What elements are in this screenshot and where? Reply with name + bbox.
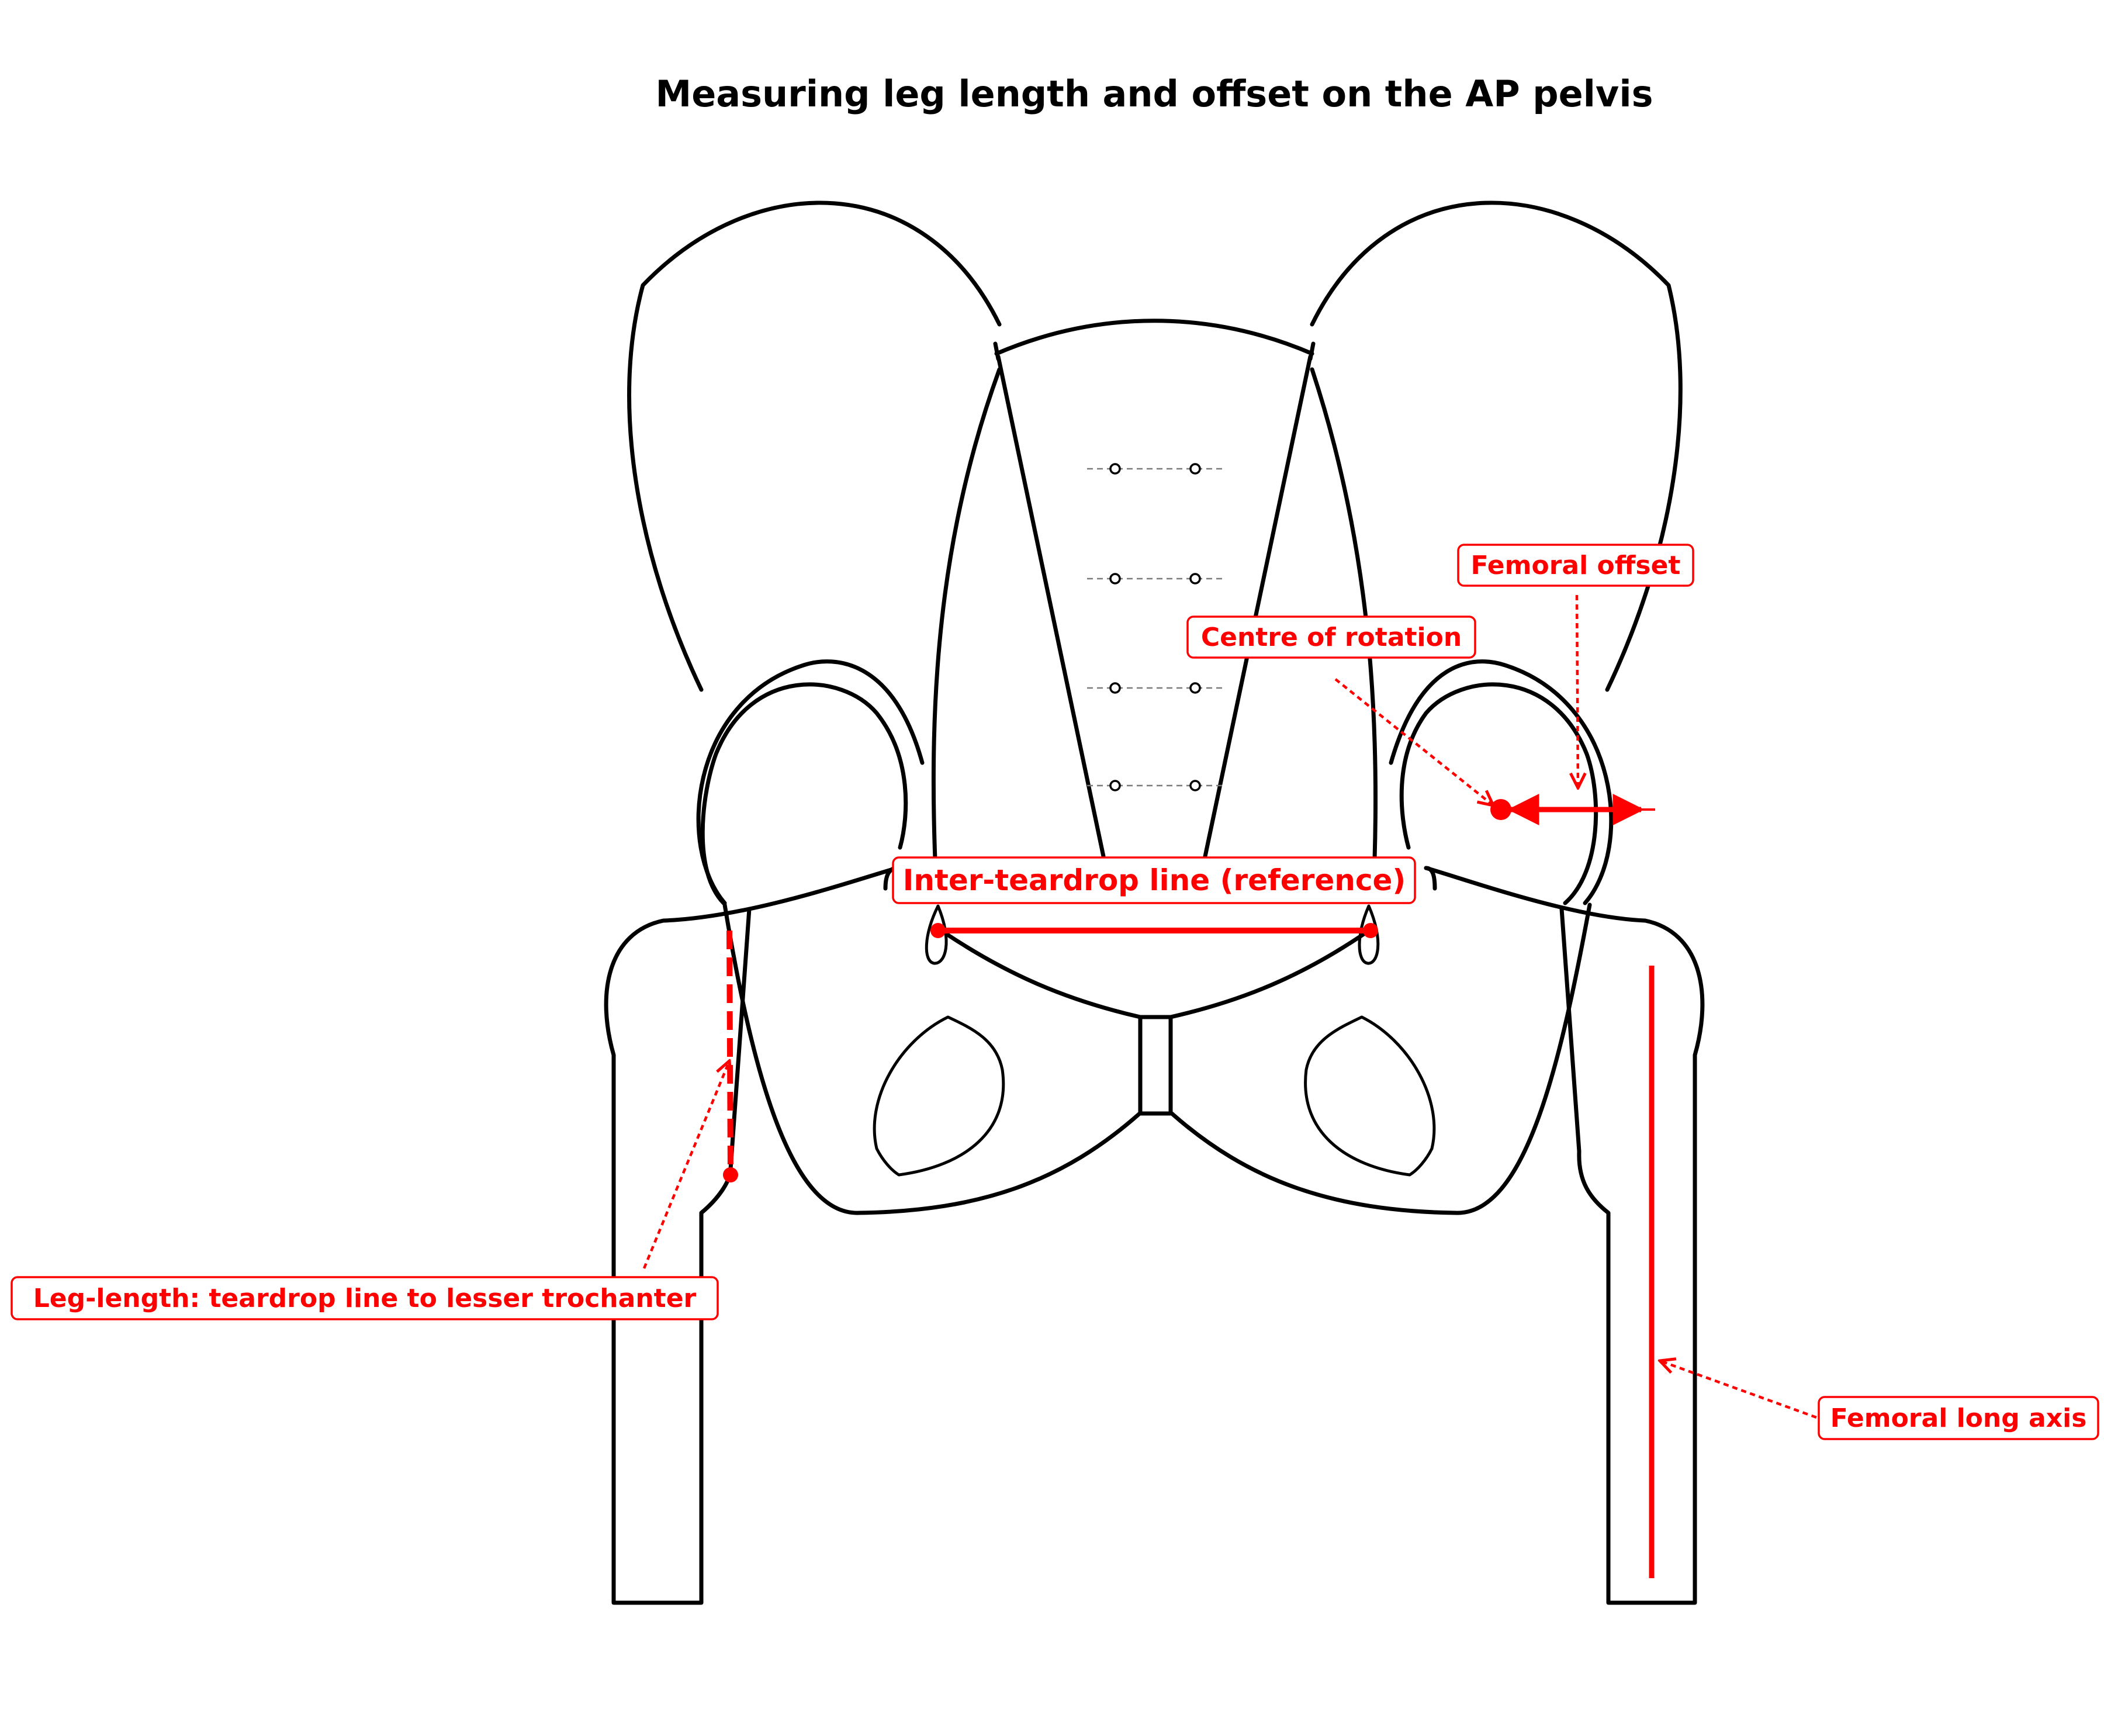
sacrum-right-edge <box>1203 354 1313 859</box>
femoral-offset-label: Femoral offset <box>1457 544 1694 587</box>
foramen-dot <box>1189 573 1201 585</box>
foramen-dot <box>1109 682 1121 694</box>
femoral-offset-text: Femoral offset <box>1471 551 1681 580</box>
sacrum-left-edge <box>996 354 1106 859</box>
left-obturator-foramen <box>873 1015 1005 1177</box>
right-femoral-head <box>1399 682 1598 905</box>
leg-length-label: Leg-length: teardrop line to lesser troc… <box>11 1276 719 1320</box>
right-acetabulum <box>1389 659 1614 905</box>
pubic-symphysis <box>1138 1015 1173 1116</box>
leg-length-text: Leg-length: teardrop line to lesser troc… <box>33 1284 697 1313</box>
left-femur <box>604 866 899 1605</box>
foramen-dot <box>1109 780 1121 791</box>
right-femur <box>1424 866 1705 1605</box>
femoral-long-axis-text: Femoral long axis <box>1830 1403 2087 1433</box>
left-teardrop-point <box>930 923 946 938</box>
foramen-dot <box>1109 573 1121 585</box>
foramen-dot <box>1189 780 1201 791</box>
leg-length-leader <box>642 1061 729 1269</box>
left-superior-ramus <box>942 930 1143 1019</box>
inter-teardrop-label: Inter-teardrop line (reference) <box>892 856 1416 904</box>
right-obturator-foramen <box>1304 1015 1436 1177</box>
centre-of-rotation-point <box>1490 799 1511 820</box>
femoral-long-axis-leader <box>1660 1361 1817 1419</box>
leg-length-line <box>726 930 733 1175</box>
right-teardrop-point <box>1363 923 1378 938</box>
left-acetabulum <box>696 659 925 905</box>
femoral-offset-leader <box>1577 594 1578 788</box>
lesser-trochanter-point <box>723 1167 738 1182</box>
centre-of-rotation-text: Centre of rotation <box>1201 623 1462 652</box>
left-pelvic-brim <box>931 367 1002 862</box>
foramen-dot <box>1189 682 1201 694</box>
right-superior-ramus <box>1168 930 1369 1019</box>
sacral-foramina <box>1087 463 1224 791</box>
femoral-long-axis-label: Femoral long axis <box>1818 1396 2099 1440</box>
centre-of-rotation-leader <box>1334 678 1493 805</box>
inter-teardrop-text: Inter-teardrop line (reference) <box>903 863 1406 897</box>
sacrum-top <box>994 319 1314 356</box>
right-pelvic-brim <box>1310 367 1378 862</box>
right-ischium <box>1169 902 1592 1215</box>
left-femoral-head <box>700 682 908 905</box>
left-ischium <box>722 902 1142 1215</box>
centre-of-rotation-label: Centre of rotation <box>1186 615 1476 659</box>
annotations: Femoral offset Centre of rotation Inter-… <box>11 544 2099 1578</box>
foramen-dot <box>1109 463 1121 475</box>
diagram-title: Measuring leg length and offset on the A… <box>656 72 1653 115</box>
left-iliac-wing <box>627 200 1002 692</box>
foramen-dot <box>1189 463 1201 475</box>
